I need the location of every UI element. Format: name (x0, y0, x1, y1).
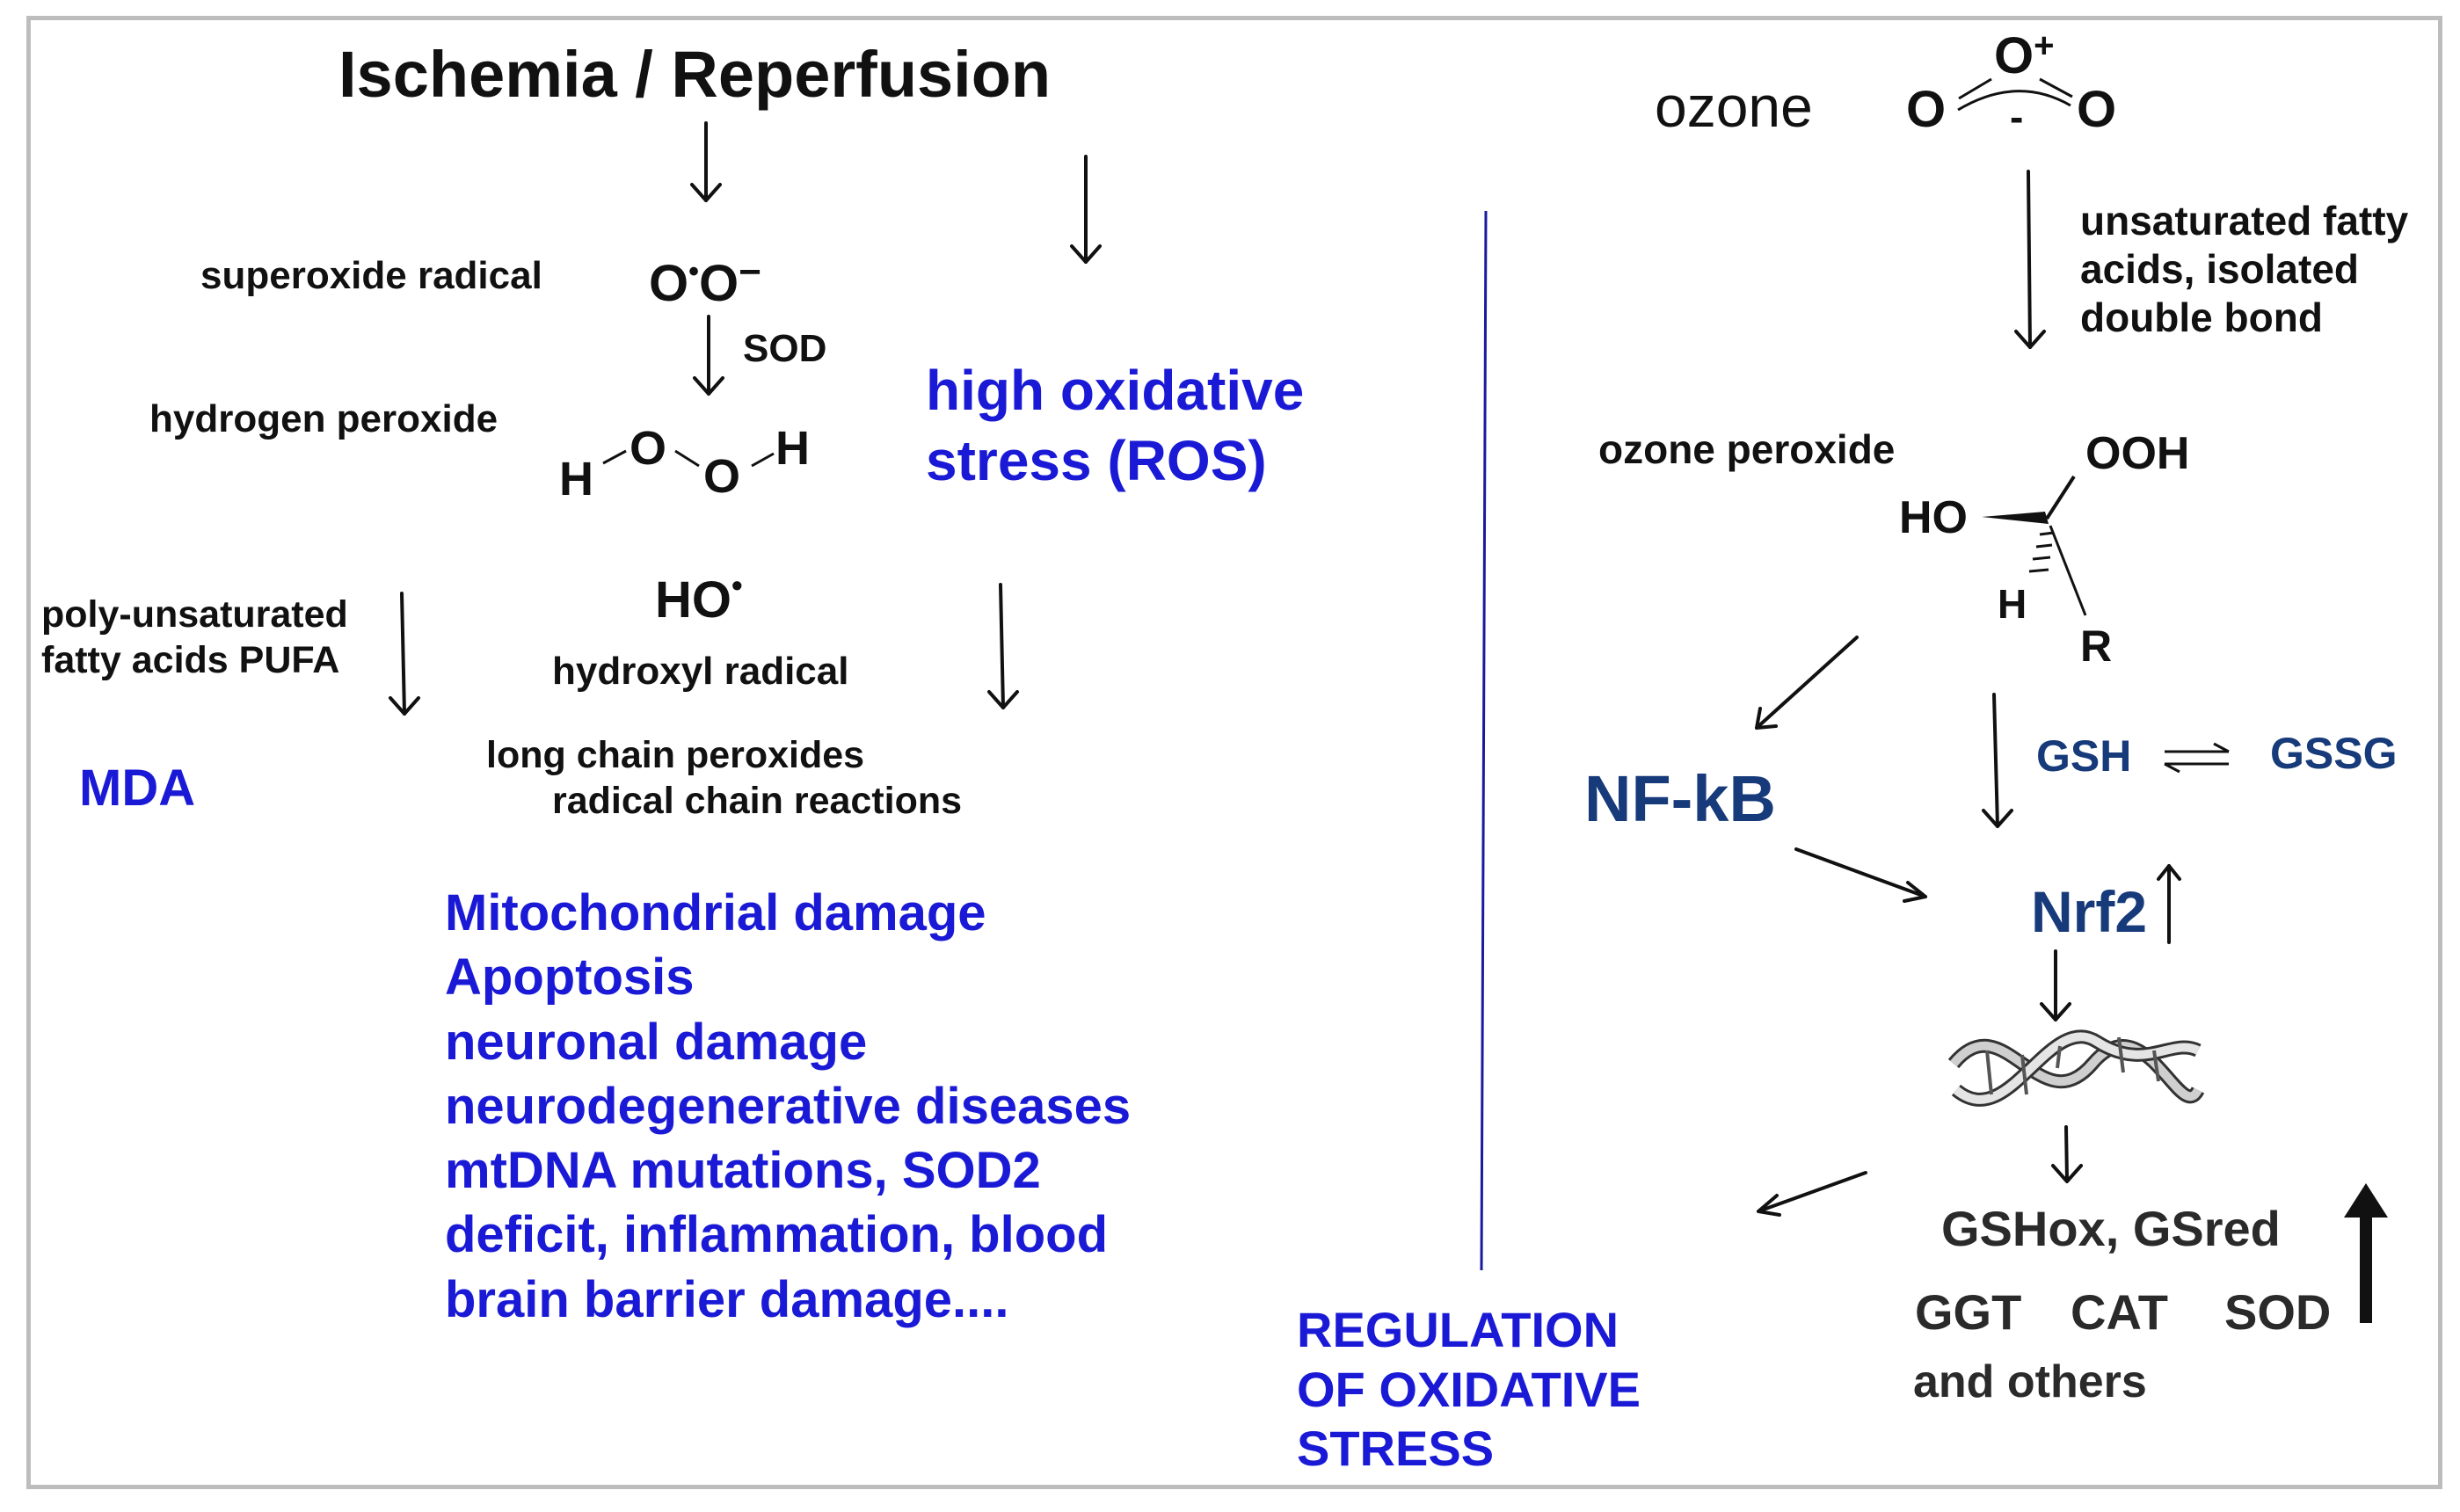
hydroxyl-label: hydroxyl radical (552, 650, 849, 693)
arrow-peroxide-to-nrf2 (1982, 693, 2013, 828)
long-chain-line1: long chain peroxides (486, 734, 865, 776)
sod-label: SOD (743, 327, 827, 370)
hydroxyl-formula: HO• (655, 567, 743, 629)
ozone-right-o: O (2077, 81, 2117, 138)
gshox-gsred: GSHox, GSred (1941, 1201, 2281, 1256)
enzyme-sod: SOD (2224, 1284, 2332, 1340)
damage-item: neuronal damage (445, 1014, 868, 1071)
h2o2-o2: O (703, 450, 741, 503)
dna-helix-icon (1947, 1029, 2205, 1107)
arrow-pufa-to-mda (389, 592, 420, 716)
h2o2-o1: O (630, 422, 667, 475)
arrow-title-to-stress (1070, 155, 1102, 264)
peroxide-ho: HO (1899, 492, 1968, 543)
arrow-nfkb-to-nrf2 (1794, 847, 1927, 903)
section-divider (1480, 210, 1488, 1271)
superoxide-label: superoxide radical (200, 254, 542, 297)
damage-item: Mitochondrial damage (445, 884, 986, 941)
arrow-sod (693, 315, 724, 396)
ozone-peroxide-bonds (1982, 475, 2087, 616)
nrf2-label: Nrf2 (2031, 879, 2148, 944)
arrow-peroxide-to-nfkb (1755, 636, 1859, 730)
arrow-dna-to-enzymes (2051, 1125, 2083, 1183)
peroxide-ooh: OOH (2085, 428, 2190, 479)
regulation-line2: OF OXIDATIVE (1297, 1362, 1641, 1417)
figure-frame (26, 16, 2442, 1489)
unsaturated-line2: acids, isolated (2080, 246, 2360, 292)
h2o2-h1: H (559, 453, 593, 505)
up-arrow-icon (2344, 1183, 2388, 1323)
long-chain-line2: radical chain reactions (552, 780, 963, 822)
arrow-nrf2-to-dna (2040, 949, 2071, 1021)
and-others: and others (1913, 1356, 2147, 1407)
regulation-line3: STRESS (1297, 1421, 1495, 1476)
high-oxidative-stress-line1: high oxidative (926, 359, 1305, 422)
h2o2-h2: H (775, 422, 810, 475)
unsaturated-line3: double bond (2080, 294, 2323, 340)
ozone-peroxide-label: ozone peroxide (1598, 426, 1896, 472)
ozone-left-o: O (1906, 81, 1947, 138)
gssg-label: GSSG (2270, 729, 2398, 778)
arrow-title-to-superoxide (690, 121, 722, 202)
damage-item: brain barrier damage.... (445, 1271, 1009, 1328)
gsh-label: GSH (2036, 731, 2132, 781)
ozone-top-o: O+ (1994, 26, 2055, 84)
ozone-minus: - (2010, 94, 2024, 140)
superoxide-formula: O•O− (649, 251, 761, 312)
peroxide-r: R (2080, 622, 2113, 671)
enzyme-ggt: GGT (1915, 1284, 2022, 1340)
arrow-ozone-to-peroxide (2014, 170, 2046, 349)
ozone-bonds (1957, 77, 2073, 112)
peroxide-h: H (1998, 581, 2027, 627)
high-oxidative-stress-line2: stress (ROS) (926, 429, 1267, 492)
equilibrium-arrows (2164, 742, 2230, 774)
hydrogen-peroxide-label: hydrogen peroxide (149, 397, 499, 440)
hydrogen-peroxide-bonds (602, 449, 775, 468)
ozone-label: ozone (1655, 74, 1813, 139)
damage-item: deficit, inflammation, blood (445, 1206, 1108, 1263)
pufa-line1: poly-unsaturated (41, 593, 348, 636)
mda-label: MDA (79, 760, 196, 817)
arrow-enzymes-to-regulation (1757, 1171, 1867, 1217)
arrow-stress-to-long-chain (987, 583, 1019, 709)
damage-item: mtDNA mutations, SOD2 (445, 1142, 1041, 1199)
regulation-line1: REGULATION (1297, 1302, 1619, 1357)
nfkb-label: NF-kB (1584, 762, 1776, 835)
arrow-nrf2-up (2157, 864, 2181, 944)
unsaturated-line1: unsaturated fatty (2080, 198, 2409, 244)
damage-item: Apoptosis (445, 949, 695, 1006)
damage-item: neurodegenerative diseases (445, 1078, 1132, 1135)
enzyme-cat: CAT (2071, 1284, 2168, 1340)
pufa-line2: fatty acids PUFA (41, 639, 340, 681)
diagram-title: Ischemia / Reperfusion (338, 38, 1052, 111)
